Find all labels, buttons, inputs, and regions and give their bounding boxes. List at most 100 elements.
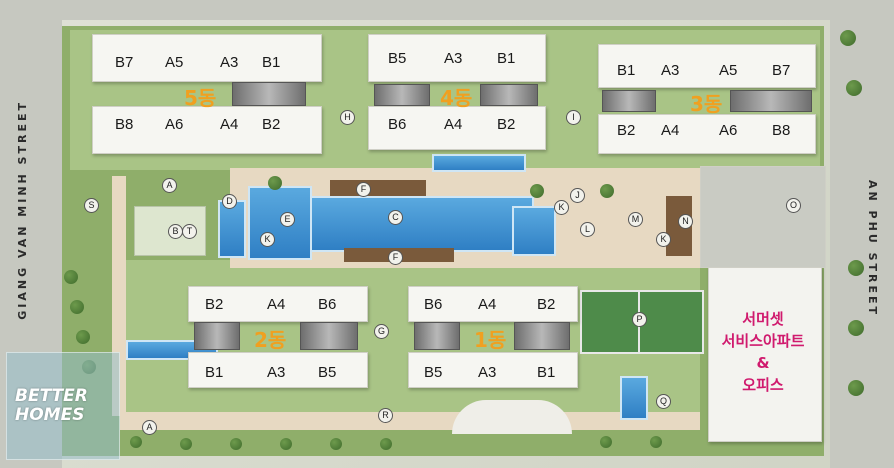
- facility-marker: L: [580, 222, 595, 237]
- facility-marker: K: [656, 232, 671, 247]
- facility-marker: J: [570, 188, 585, 203]
- tree: [180, 438, 192, 450]
- block-1-core-east: [514, 322, 570, 350]
- tree: [380, 438, 392, 450]
- block-2-unit-bottom-3: B5: [318, 364, 337, 381]
- block-1-unit-bottom-2: A3: [478, 364, 497, 381]
- facility-marker: O: [786, 198, 801, 213]
- block-3-unit-top-2: A3: [661, 62, 680, 79]
- facility-marker: F: [356, 182, 371, 197]
- facility-marker: P: [632, 312, 647, 327]
- logo-line2: HOMES: [15, 405, 85, 425]
- block-2-unit-top-2: A4: [267, 296, 286, 313]
- block-5-unit-top-4: B1: [262, 54, 281, 71]
- block-5-north-wing: [92, 34, 322, 82]
- block-3-unit-top-4: B7: [772, 62, 791, 79]
- office-label-line2: 서비스아파트: [721, 332, 805, 350]
- facility-marker: N: [678, 214, 693, 229]
- facility-marker: G: [374, 324, 389, 339]
- tree: [848, 260, 864, 276]
- plaza-south-arc: [452, 400, 572, 434]
- facility-marker: K: [554, 200, 569, 215]
- block-5-unit-top-1: B7: [115, 54, 134, 71]
- block-2-core-west: [194, 322, 240, 350]
- facility-marker: S: [84, 198, 99, 213]
- pool-east: [512, 206, 556, 256]
- block-1-north-wing: [408, 286, 578, 322]
- office-label-line4: 오피스: [742, 376, 784, 394]
- block-4-south-wing: [368, 106, 546, 150]
- tree: [600, 436, 612, 448]
- tree: [846, 80, 862, 96]
- block-4-core-east: [480, 84, 538, 106]
- tree: [840, 30, 856, 46]
- tree: [64, 270, 78, 284]
- tree: [600, 184, 614, 198]
- block-3-label: 3동: [690, 92, 723, 116]
- pool-lap-southeast: [620, 376, 648, 420]
- road-top: [0, 0, 894, 20]
- office-label: 서머셋 서비스아파트 & 오피스: [708, 308, 818, 396]
- block-2-north-wing: [188, 286, 368, 322]
- tree: [848, 380, 864, 396]
- tree: [330, 438, 342, 450]
- block-5-unit-bottom-2: A6: [165, 116, 184, 133]
- facility-marker: A: [142, 420, 157, 435]
- block-3-core-east: [730, 90, 812, 112]
- block-2-unit-top-3: B6: [318, 296, 337, 313]
- tree: [530, 184, 544, 198]
- block-4-unit-top-3: B1: [497, 50, 516, 67]
- facility-marker: I: [566, 110, 581, 125]
- block-4-unit-bottom-2: A4: [444, 116, 463, 133]
- facility-marker: C: [388, 210, 403, 225]
- facility-marker: A: [162, 178, 177, 193]
- block-1-label: 1동: [474, 328, 507, 352]
- pool-lap-northeast: [432, 154, 526, 172]
- block-2-unit-bottom-2: A3: [267, 364, 286, 381]
- facility-marker: K: [260, 232, 275, 247]
- street-label-giang-van-minh: GIANG VAN MINH STREET: [16, 100, 29, 320]
- block-1-unit-top-3: B2: [537, 296, 556, 313]
- block-3-core-west: [602, 90, 656, 112]
- block-1-unit-top-2: A4: [478, 296, 497, 313]
- tree: [76, 330, 90, 344]
- main-swimming-pool: [304, 196, 534, 252]
- office-label-line3: &: [756, 354, 770, 372]
- deck-north: [330, 180, 426, 196]
- block-1-south-wing: [408, 352, 578, 388]
- facility-marker: T: [182, 224, 197, 239]
- tree: [280, 438, 292, 450]
- block-2-core-east: [300, 322, 358, 350]
- block-4-label: 4동: [440, 86, 473, 110]
- office-label-line1: 서머셋: [742, 310, 784, 328]
- block-5-unit-top-3: A3: [220, 54, 239, 71]
- block-3-south-wing: [598, 114, 816, 154]
- block-4-unit-bottom-1: B6: [388, 116, 407, 133]
- block-5-unit-bottom-1: B8: [115, 116, 134, 133]
- block-4-unit-top-2: A3: [444, 50, 463, 67]
- block-2-unit-bottom-1: B1: [205, 364, 224, 381]
- block-4-core-west: [374, 84, 430, 106]
- block-2-label: 2동: [254, 328, 287, 352]
- facility-marker: R: [378, 408, 393, 423]
- office-podium: [700, 166, 826, 268]
- block-1-unit-bottom-3: B1: [537, 364, 556, 381]
- block-4-north-wing: [368, 34, 546, 82]
- block-5-core: [232, 82, 306, 106]
- pool-southwest: [218, 200, 246, 258]
- tree: [650, 436, 662, 448]
- block-5-south-wing: [92, 106, 322, 154]
- block-4-unit-top-1: B5: [388, 50, 407, 67]
- road-right: [830, 0, 894, 468]
- walkway-south: [120, 412, 700, 430]
- better-homes-logo: BETTER HOMES: [6, 352, 120, 460]
- tree: [268, 176, 282, 190]
- block-5-unit-bottom-3: A4: [220, 116, 239, 133]
- facility-marker: D: [222, 194, 237, 209]
- block-3-unit-top-3: A5: [719, 62, 738, 79]
- block-5-unit-top-2: A5: [165, 54, 184, 71]
- tree: [130, 436, 142, 448]
- block-5-label: 5동: [184, 86, 217, 110]
- facility-marker: M: [628, 212, 643, 227]
